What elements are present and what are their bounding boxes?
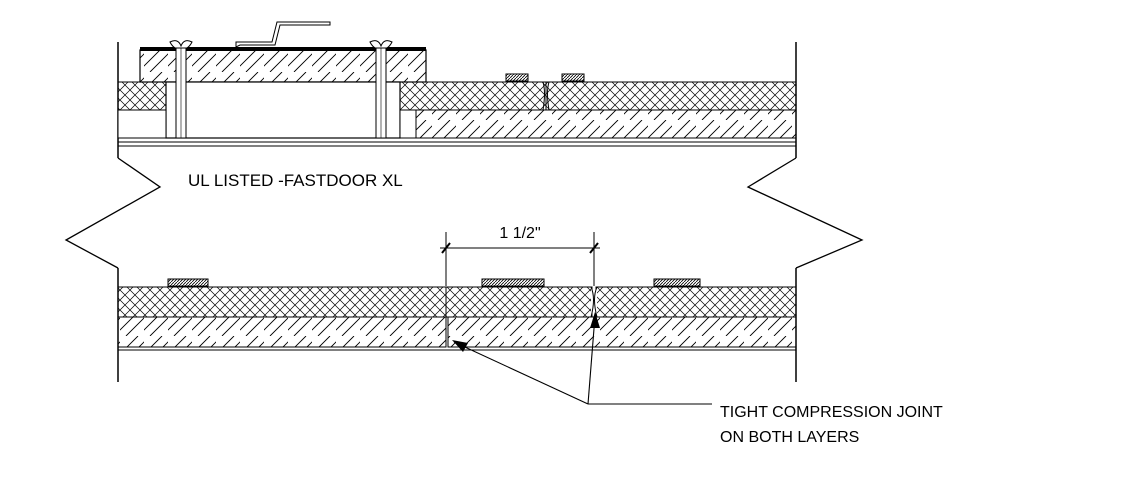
bolt-right [375, 47, 387, 139]
bottom-section [117, 268, 797, 382]
bolt-left [175, 47, 187, 139]
duct-wall-layer-top [415, 109, 797, 139]
duct-wall-bottom-right [447, 316, 797, 348]
insulation-mid [399, 81, 547, 111]
door-handle [235, 21, 331, 48]
door-gasket-strip [140, 47, 426, 51]
insulation-bottom-right [595, 286, 797, 318]
door-opening [165, 81, 401, 139]
product-label: UL LISTED -FASTDOOR XL [188, 171, 403, 190]
tape-top-2 [561, 73, 585, 82]
top-section [117, 21, 797, 158]
duct-wall-bottom-left [117, 316, 447, 348]
tape-top-1 [505, 73, 529, 82]
dimension-1-5-inch: 1 1/2" [440, 225, 600, 286]
callout-text-line2: ON BOTH LAYERS [720, 429, 859, 446]
callout-text-line1: TIGHT COMPRESSION JOINT [720, 404, 943, 421]
insulation-left [117, 81, 167, 111]
callout-leader [452, 312, 712, 405]
insulation-right [545, 81, 797, 111]
dimension-label: 1 1/2" [499, 225, 540, 242]
tape-bottom-2 [481, 278, 545, 287]
break-line-right [746, 157, 864, 269]
break-line-left [64, 157, 162, 269]
tape-bottom-1 [167, 278, 209, 287]
insulation-bottom-left [117, 286, 593, 318]
tape-bottom-3 [653, 278, 701, 287]
